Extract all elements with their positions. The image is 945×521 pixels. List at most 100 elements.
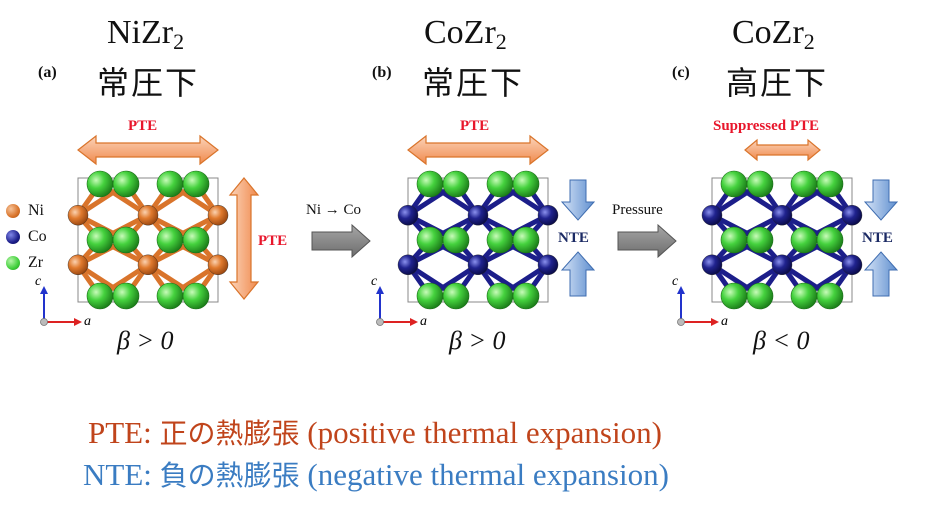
c-axis-head [40,286,48,294]
co-atom [841,204,863,226]
ni-atom [137,254,159,275]
zr-atom [720,282,748,310]
zr-atom [486,170,514,198]
co-atom [841,254,863,275]
beta-a: β > 0 [117,326,174,355]
nte-label-b: NTE [558,230,589,246]
axis-a-label-a: a [84,314,91,329]
axis-origin [677,318,685,326]
c-axis-head [376,286,384,294]
zr-atom [112,282,140,310]
cozr2-ambient-structure [397,170,559,310]
zr-atom [416,170,444,198]
zr-atom [486,226,514,254]
atom-legend: Ni Co Zr [6,198,47,276]
zr-atom [416,226,444,254]
zr-atom [720,170,748,198]
ni-atom-icon [6,204,20,218]
axis-a-label-c: a [721,314,728,329]
nte-up-arrow-c [863,251,899,297]
zr-atom [182,170,210,198]
ni-to-co-arrow [311,223,371,259]
zr-atom [512,282,540,310]
axis-c-label-a: c [35,274,42,289]
pte-definition: PTE: 正の熱膨張 (positive thermal expansion) [88,415,662,450]
ni-atom [67,254,89,275]
axis-c-label-b: c [371,274,378,289]
pte-horizontal-arrow-a [77,134,219,166]
pte-vertical-arrow-a [228,177,260,300]
nte-down-arrow-b [560,179,596,221]
suppressed-pte-arrow-c [744,138,821,162]
pressure-arrow [617,223,677,259]
zr-atom [816,226,844,254]
pte-label-side-a: PTE [258,233,288,249]
zr-atom-icon [6,256,20,270]
zr-atom [746,170,774,198]
unit-cell-box [77,177,219,303]
legend-item-zr: Zr [6,250,47,276]
co-atom [771,204,793,226]
ni-atom [137,204,159,226]
co-atom [467,254,489,275]
a-axis-head [711,318,719,326]
co-atom [701,204,723,226]
zr-atom [86,226,114,254]
zr-atom [442,170,470,198]
co-atom [537,204,559,226]
beta-b: β > 0 [449,326,506,355]
nte-down-arrow-c [863,179,899,221]
cozr2-high-pressure-structure [701,170,863,310]
ni-atom [207,254,229,275]
formula-a: NiZr2 [107,14,185,54]
pressure-label: Pressure [612,202,663,218]
nte-definition: NTE: 負の熱膨張 (negative thermal expansion) [83,457,669,492]
panel-label-c: (c) [672,64,690,81]
formula-c: CoZr2 [732,14,815,54]
co-atom [467,204,489,226]
axis-origin [376,318,384,326]
ni-atom [207,204,229,226]
zr-atom [156,282,184,310]
zr-atom [486,282,514,310]
axis-c-label-c: c [672,274,679,289]
nizr2-structure [67,170,229,310]
legend-item-co: Co [6,224,47,250]
condition-a: 常圧下 [97,64,200,102]
pte-label-top-a: PTE [128,118,158,134]
formula-b: CoZr2 [424,14,507,54]
zr-atom [182,282,210,310]
zr-atom [816,170,844,198]
a-axis-head [74,318,82,326]
zr-atom [790,226,818,254]
zr-atom [86,282,114,310]
zr-atom [442,282,470,310]
unit-cell-box [407,177,549,303]
zr-atom [182,226,210,254]
zr-atom [442,226,470,254]
zr-atom [512,170,540,198]
axis-a-label-b: a [420,314,427,329]
condition-c: 高圧下 [726,64,829,102]
condition-b: 常圧下 [422,64,525,102]
axis-origin [40,318,48,326]
axis-indicators [40,286,719,326]
ni-atom [67,204,89,226]
suppressed-pte-label: Suppressed PTE [713,118,820,134]
zr-atom [720,226,748,254]
co-atom [701,254,723,275]
unit-cell-box [711,177,853,303]
zr-atom [512,226,540,254]
zr-atom [746,226,774,254]
co-atom [397,254,419,275]
zr-atom [790,282,818,310]
pte-horizontal-arrow-b [407,134,549,166]
beta-c: β < 0 [753,326,810,355]
zr-atom [156,226,184,254]
panel-label-a: (a) [38,64,57,81]
zr-atom [86,170,114,198]
co-atom [771,254,793,275]
co-atom [537,254,559,275]
zr-atom [156,170,184,198]
legend-item-ni: Ni [6,198,47,224]
